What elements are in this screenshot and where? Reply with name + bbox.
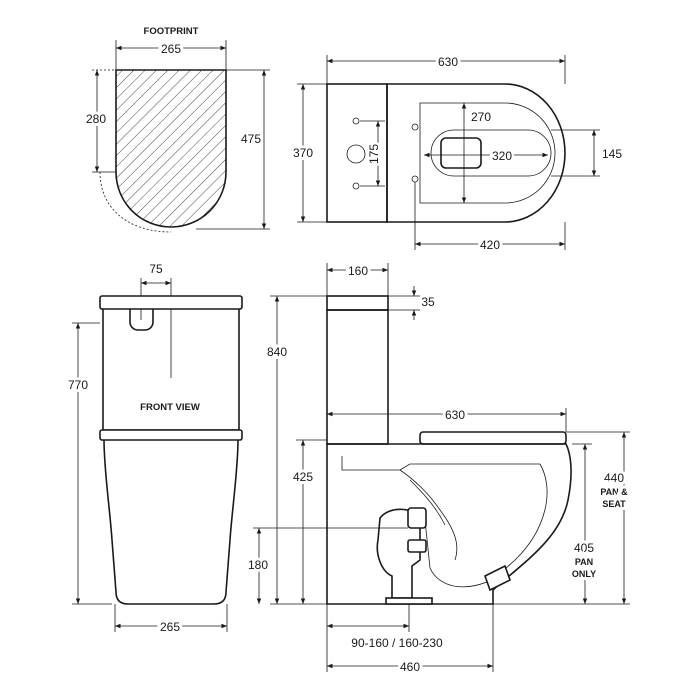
footprint-280-label: 280	[86, 112, 106, 126]
top-bowl-inner-label: 145	[602, 147, 622, 161]
side-cistern-depth-label: 160	[348, 264, 368, 278]
side-setout-label: 90-160 / 160-230	[351, 636, 443, 650]
top-length-label: 630	[438, 55, 458, 69]
side-pan-only-caption-2: ONLY	[572, 569, 596, 579]
top-fixing-label: 175	[367, 144, 381, 164]
top-pan	[386, 83, 566, 223]
top-view: 630 370 175 270 320 145	[290, 52, 622, 255]
side-pan-length-label: 630	[445, 408, 465, 422]
front-cistern-lid	[99, 295, 243, 310]
front-button-label: 75	[149, 262, 163, 276]
side-cistern	[326, 309, 389, 445]
side-lid-label: 35	[421, 295, 435, 309]
side-seat	[419, 431, 567, 445]
side-pan-seat-label: 440	[604, 471, 624, 485]
side-pan-only-label: 405	[574, 541, 594, 555]
side-pan-only-caption-1: PAN	[575, 557, 593, 567]
top-flush-button	[346, 144, 366, 164]
footprint-475-label: 475	[241, 132, 261, 146]
footprint-title: FOOTPRINT	[144, 26, 199, 37]
top-bowl-outlet	[440, 137, 482, 169]
front-width-label: 265	[160, 620, 180, 634]
side-overall-height-label: 840	[267, 345, 287, 359]
front-view-title: FRONT VIEW	[140, 402, 200, 413]
side-base-depth-label: 460	[400, 660, 420, 674]
top-bowl-depth-label: 270	[471, 110, 491, 124]
side-view: 160 35 840 630 425	[245, 261, 631, 677]
side-pan-seat-caption-1: PAN &	[600, 487, 628, 497]
front-view: 75 FRONT VIEW 770 265	[65, 262, 243, 637]
front-flush-button	[129, 309, 154, 331]
side-cistern-lid	[326, 295, 389, 311]
footprint-view: FOOTPRINT 265 280 475	[83, 26, 270, 233]
footprint-outline	[115, 69, 227, 228]
top-fixing-front-label: 420	[480, 238, 500, 252]
front-height-label: 770	[68, 378, 88, 392]
side-pan-seat-caption-2: SEAT	[602, 499, 626, 509]
top-bowl-width-label: 320	[492, 149, 512, 163]
side-425-label: 425	[293, 470, 313, 484]
footprint-width-label: 265	[161, 42, 181, 56]
side-outlet-height-label: 180	[248, 558, 268, 572]
front-pan	[103, 439, 239, 605]
top-width-label: 370	[293, 146, 313, 160]
